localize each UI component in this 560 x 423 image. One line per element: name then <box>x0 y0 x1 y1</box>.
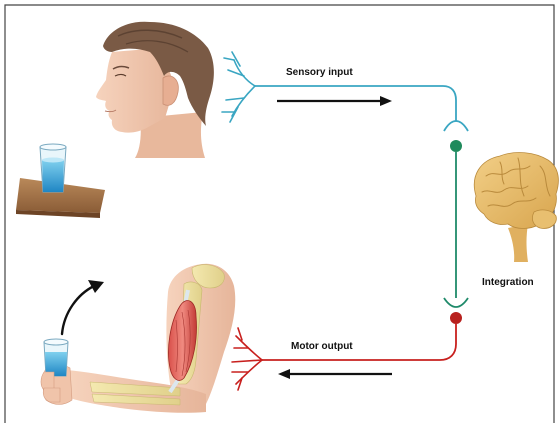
motor-direction-arrow <box>278 369 392 379</box>
synapse-icon <box>444 298 468 307</box>
synapse-node-top <box>450 140 462 152</box>
sensory-input-label: Sensory input <box>286 67 353 78</box>
sensory-receptor-icon <box>222 52 255 122</box>
arm-holding-glass-icon <box>41 264 235 413</box>
synapse-node-bottom <box>450 312 462 324</box>
motor-output-label: Motor output <box>291 341 353 352</box>
head-icon <box>96 22 214 158</box>
glass-of-water-icon <box>16 144 105 218</box>
sensory-direction-arrow <box>277 96 392 106</box>
synapse-icon <box>444 121 468 131</box>
motion-arrow-icon <box>62 280 104 334</box>
brain-icon <box>474 153 558 262</box>
sensory-path <box>255 86 456 121</box>
motor-effector-icon <box>232 328 262 390</box>
integration-label: Integration <box>482 277 534 288</box>
